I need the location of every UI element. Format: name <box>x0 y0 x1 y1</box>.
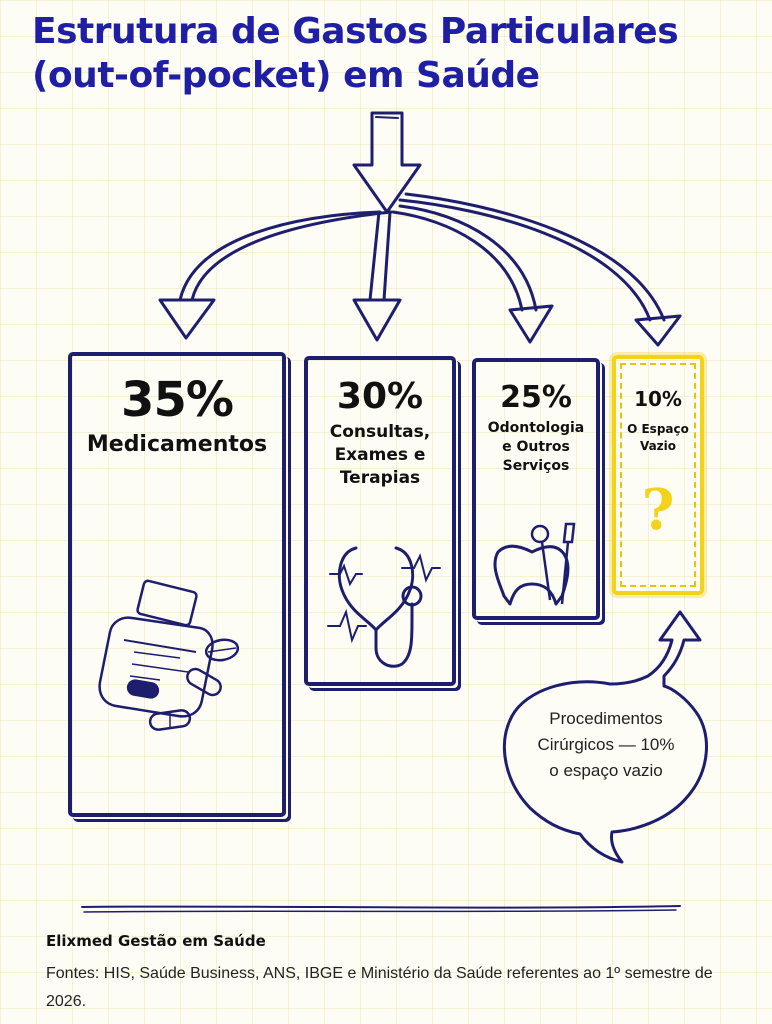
main-arrow <box>352 111 422 214</box>
category-odontologia: 25% Odontologia e Outros Serviços <box>472 358 600 620</box>
tooth-icon <box>493 544 570 606</box>
category-consultas: 30% Consultas, Exames e Terapias <box>304 356 456 686</box>
category-label: Medicamentos <box>86 432 268 457</box>
branch-arrow-4 <box>398 198 652 322</box>
stethoscope-icon <box>327 546 441 668</box>
medicine-bottle-icon <box>98 579 214 718</box>
branch-arrow-1 <box>178 210 382 302</box>
callout-bubble <box>502 610 708 864</box>
branch-arrow-3 <box>391 210 524 312</box>
question-mark-icon: ? <box>641 477 675 543</box>
page-title: Estrutura de Gastos Particulares (out-of… <box>32 11 679 96</box>
category-espaco-vazio: 10% O Espaço Vazio ? <box>612 355 704 595</box>
branch-arrow-2 <box>368 210 381 302</box>
footer-divider <box>81 905 681 909</box>
footer-organization: Elixmed Gestão em Saúde <box>46 932 266 950</box>
pills-icon <box>126 638 240 731</box>
callout-text: Procedimentos Cirúrgicos — 10% o espaço … <box>537 709 675 780</box>
toothbrush-icon <box>560 522 576 605</box>
category-medicamentos: 35% Medicamentos <box>68 352 286 817</box>
category-label: Consultas, Exames e Terapias <box>329 422 431 488</box>
category-percent: 35% <box>121 372 234 428</box>
category-label: Odontologia e Outros Serviços <box>487 420 585 474</box>
footer-sources: Fontes: HIS, Saúde Business, ANS, IBGE e… <box>46 965 713 1010</box>
category-percent: 10% <box>634 387 682 411</box>
dental-mirror-icon <box>530 524 552 601</box>
category-percent: 25% <box>500 380 572 415</box>
category-label: O Espaço Vazio <box>627 422 689 453</box>
category-percent: 30% <box>336 376 424 417</box>
